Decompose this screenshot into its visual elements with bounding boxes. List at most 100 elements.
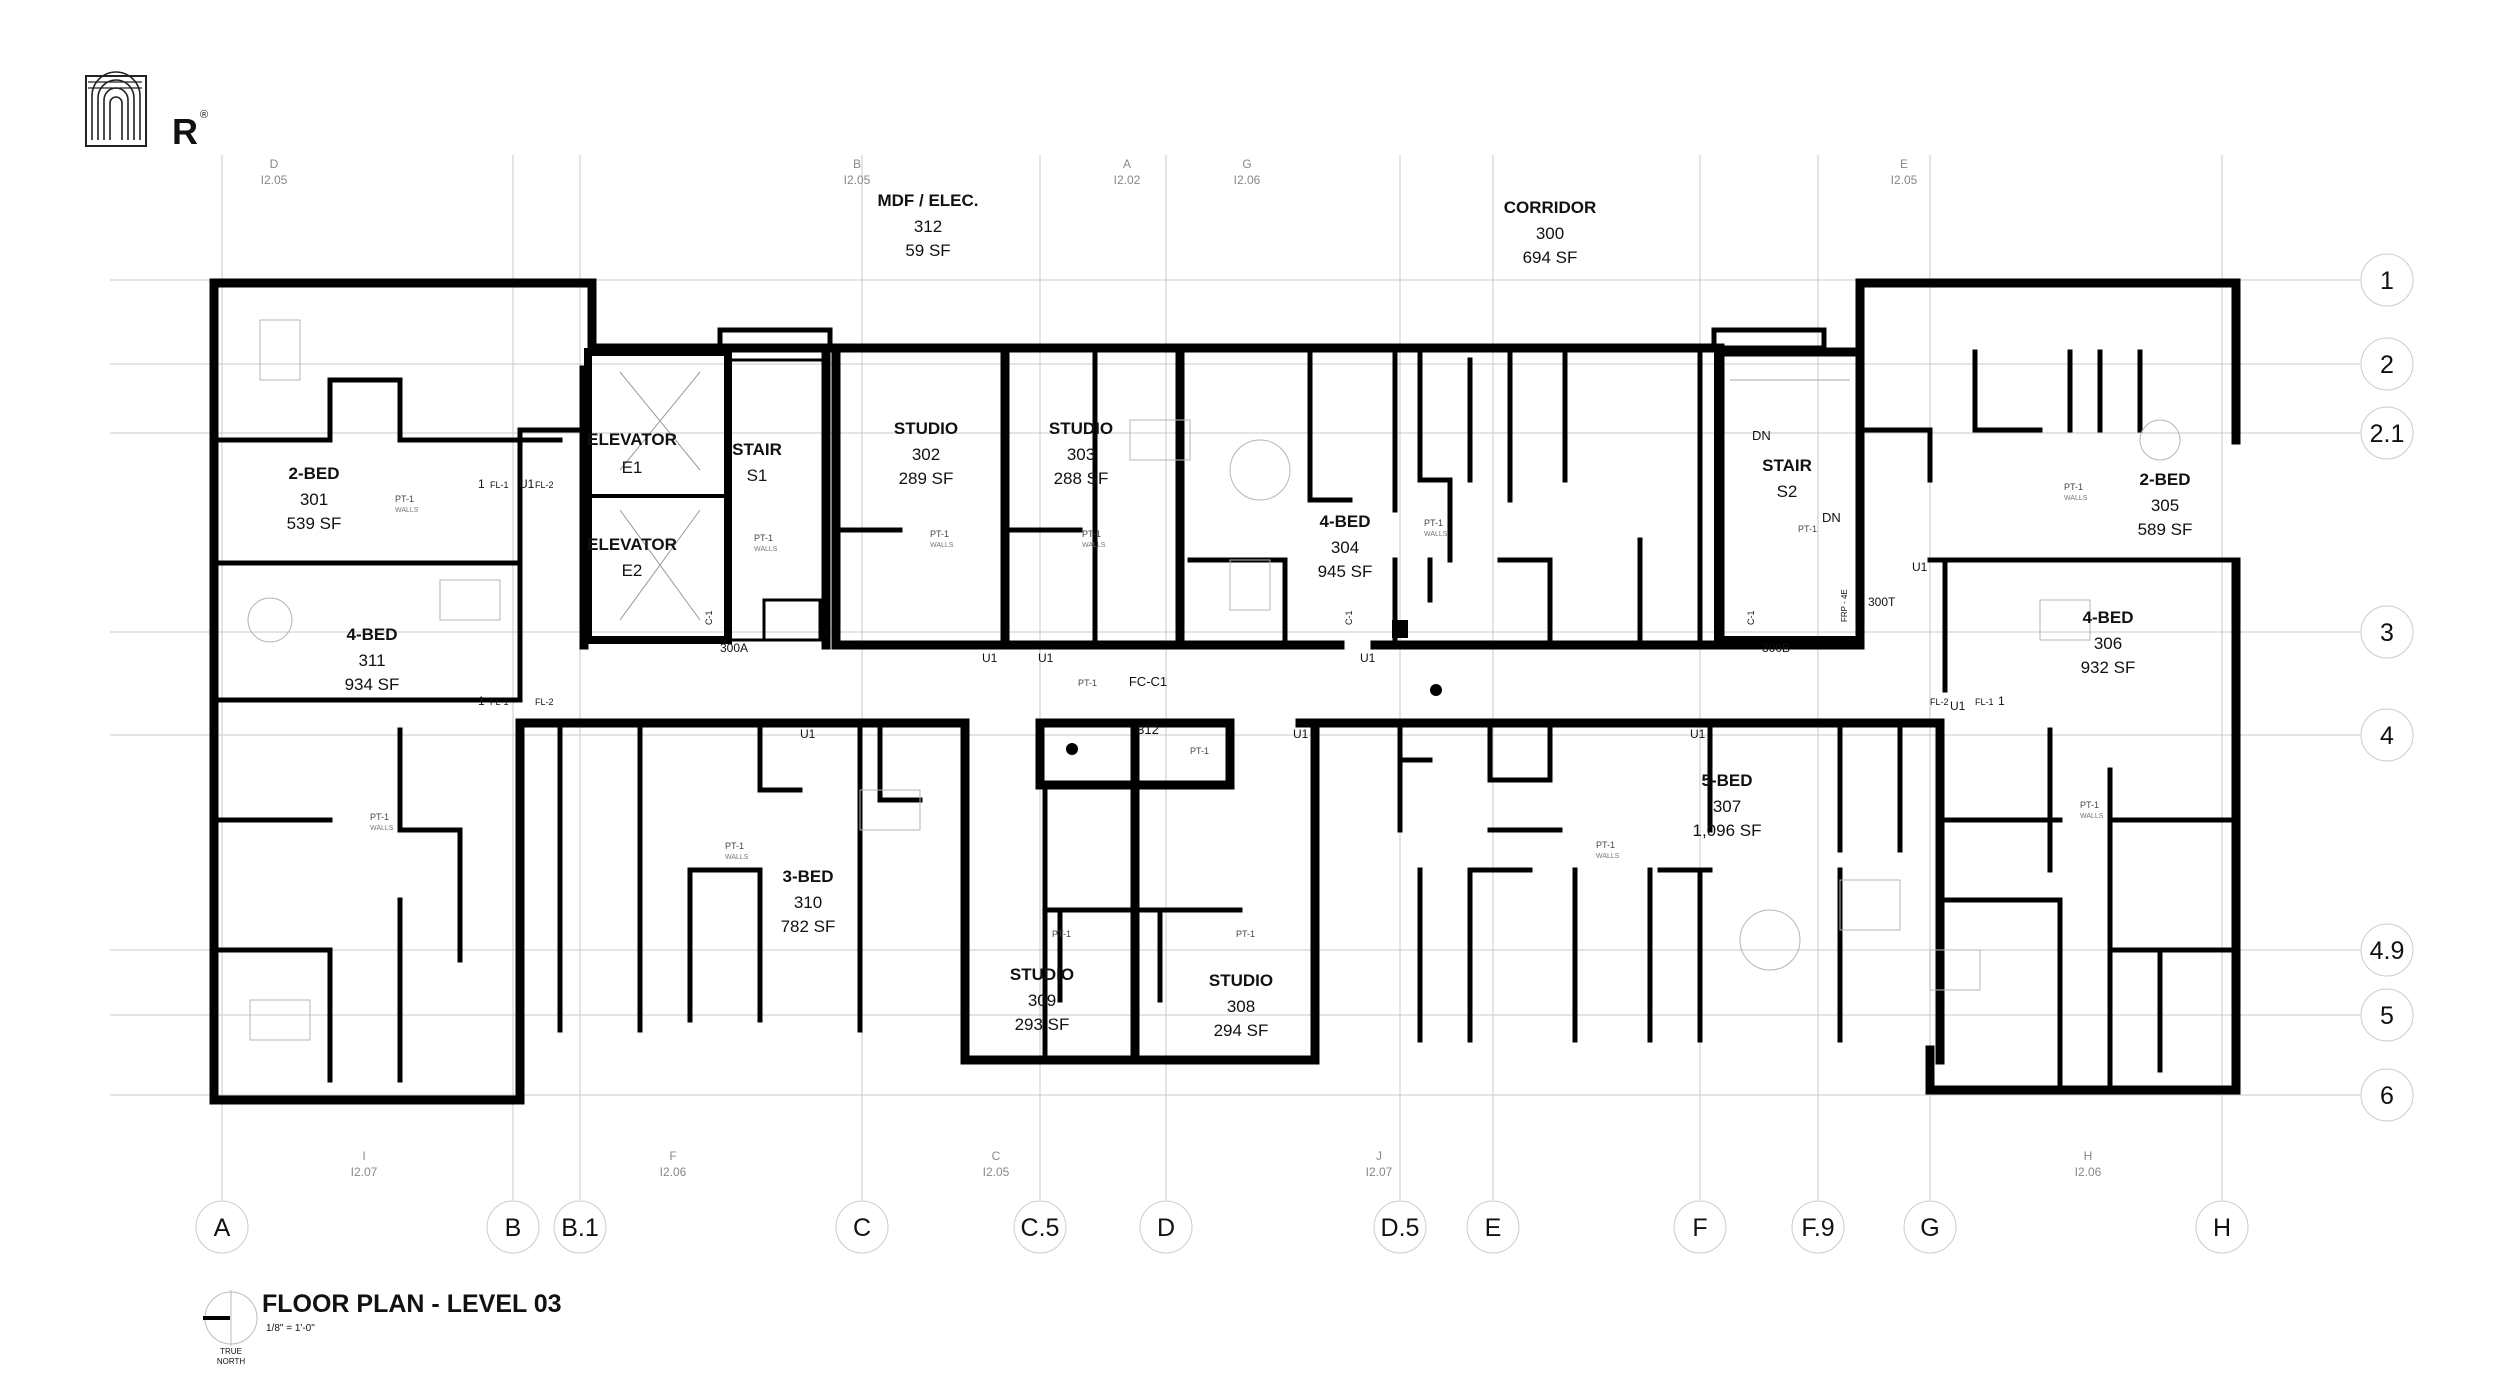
- fc-c1-tag: FC-C1: [1129, 674, 1167, 689]
- pt1-tag: PT-1: [1078, 678, 1097, 688]
- svg-text:1,096 SF: 1,096 SF: [1693, 821, 1762, 840]
- svg-text:I2.05: I2.05: [261, 173, 288, 187]
- pt1-tag: PT-1: [754, 533, 773, 543]
- walls-tag: WALLS: [2064, 495, 2088, 502]
- svg-text:4-BED: 4-BED: [1319, 512, 1370, 531]
- svg-text:539 SF: 539 SF: [287, 514, 342, 533]
- svg-text:1: 1: [2380, 267, 2394, 295]
- room-300a-tag: 300A: [720, 641, 748, 655]
- svg-text:2-BED: 2-BED: [2139, 470, 2190, 489]
- svg-text:B: B: [505, 1214, 522, 1242]
- grid-lines: [110, 155, 2360, 1200]
- grid-bubble-4-9: 4.9: [2360, 923, 2414, 977]
- pt1-tag: PT-1: [930, 529, 949, 539]
- room-label-s2: STAIR S2: [1762, 456, 1812, 501]
- room-label-302: STUDIO 302 289 SF: [894, 419, 958, 488]
- plan-scale: 1/8" = 1'-0": [266, 1323, 315, 1334]
- room-label-307: 5-BED 307 1,096 SF: [1693, 771, 1762, 840]
- svg-text:I2.05: I2.05: [844, 173, 871, 187]
- svg-text:A: A: [214, 1214, 231, 1242]
- pt1-tag: PT-1: [1798, 524, 1817, 534]
- pt1-tag: PT-1: [1596, 840, 1615, 850]
- svg-text:305: 305: [2151, 496, 2179, 515]
- elevation-tag-d: D I2.05: [261, 157, 288, 187]
- svg-text:945 SF: 945 SF: [1318, 562, 1373, 581]
- room-label-301: 2-BED 301 539 SF: [287, 464, 342, 533]
- svg-text:2: 2: [2380, 351, 2394, 379]
- fixtures: [247, 319, 2181, 1041]
- svg-text:304: 304: [1331, 538, 1359, 557]
- svg-text:2-BED: 2-BED: [288, 464, 339, 483]
- pt1-tag: PT-1: [370, 812, 389, 822]
- svg-text:303: 303: [1067, 445, 1095, 464]
- north-label-north: NORTH: [217, 1357, 246, 1366]
- walls-tag: WALLS: [370, 825, 394, 832]
- walls-tag: WALLS: [930, 542, 954, 549]
- interior-walls: [211, 345, 2239, 1093]
- walls-tag: WALLS: [395, 507, 419, 514]
- svg-text:E1: E1: [622, 458, 643, 477]
- column-grid-bubbles: A B B.1 C C.5 D D.5 E F F.9 G H: [195, 1200, 2249, 1254]
- svg-text:293 SF: 293 SF: [1015, 1015, 1070, 1034]
- svg-text:STUDIO: STUDIO: [1209, 971, 1273, 990]
- grid-bubble-d5: D.5: [1373, 1200, 1427, 1254]
- fl2-tag: FL-2: [1930, 697, 1949, 707]
- pt1-tag: PT-1: [1424, 518, 1443, 528]
- elevation-tags-bottom: I I2.07 F I2.06 C I2.05 J I2.07 H I2.06: [351, 1149, 2102, 1179]
- svg-text:I: I: [362, 1149, 365, 1163]
- north-arrow-icon: [203, 1290, 258, 1346]
- elevation-tag-b: B I2.05: [844, 157, 871, 187]
- equipment-tags: FC-C1 312 300A 300B 300T DN DN FRP - 4E …: [370, 428, 2104, 939]
- elevation-tag-g: G I2.06: [1234, 157, 1261, 187]
- grid-bubble-6: 6: [2360, 1068, 2414, 1122]
- svg-text:288 SF: 288 SF: [1054, 469, 1109, 488]
- room-label-corridor: CORRIDOR 300 694 SF: [1504, 198, 1597, 267]
- svg-text:B.1: B.1: [561, 1214, 599, 1242]
- svg-text:2.1: 2.1: [2370, 420, 2405, 448]
- svg-text:3-BED: 3-BED: [782, 867, 833, 886]
- grid-bubble-e: E: [1466, 1200, 1520, 1254]
- svg-text:312: 312: [914, 217, 942, 236]
- u1-tag: U1: [519, 477, 535, 491]
- registered-mark: ®: [200, 109, 208, 121]
- room-label-311: 4-BED 311 934 SF: [345, 625, 400, 694]
- svg-text:E: E: [1485, 1214, 1502, 1242]
- pt1-tag: PT-1: [2064, 482, 2083, 492]
- grid-bubble-1: 1: [2360, 253, 2414, 307]
- svg-text:I2.05: I2.05: [1891, 173, 1918, 187]
- grid-bubble-g: G: [1903, 1200, 1957, 1254]
- u1-tag: U1: [1912, 560, 1928, 574]
- closet-dot-marker: [1066, 743, 1078, 755]
- shaft-marker: [1392, 620, 1408, 638]
- svg-text:5: 5: [2380, 1002, 2394, 1030]
- svg-text:CORRIDOR: CORRIDOR: [1504, 198, 1597, 217]
- pt1-tag: PT-1: [1236, 929, 1255, 939]
- svg-text:F: F: [1692, 1214, 1707, 1242]
- svg-text:782 SF: 782 SF: [781, 917, 836, 936]
- u1-tag: U1: [1038, 651, 1054, 665]
- pt1-tag: PT-1: [725, 841, 744, 851]
- svg-text:300: 300: [1536, 224, 1564, 243]
- fl1-tag: FL-1: [490, 480, 509, 490]
- svg-text:589 SF: 589 SF: [2138, 520, 2193, 539]
- svg-text:932 SF: 932 SF: [2081, 658, 2136, 677]
- svg-text:294 SF: 294 SF: [1214, 1021, 1269, 1040]
- room-label-310: 3-BED 310 782 SF: [781, 867, 836, 936]
- walls-tag: WALLS: [1424, 531, 1448, 538]
- elevation-tag-h: H I2.06: [2075, 1149, 2102, 1179]
- svg-text:309: 309: [1028, 991, 1056, 1010]
- north-label-true: TRUE: [220, 1347, 242, 1356]
- stair-down-tag-2: DN: [1822, 510, 1841, 525]
- u1-tag: U1: [982, 651, 998, 665]
- walls-tag: WALLS: [1082, 542, 1106, 549]
- svg-text:S1: S1: [747, 466, 768, 485]
- svg-text:302: 302: [912, 445, 940, 464]
- grid-bubble-f9: F.9: [1791, 1200, 1845, 1254]
- svg-text:I2.05: I2.05: [983, 1165, 1010, 1179]
- svg-text:H: H: [2084, 1149, 2093, 1163]
- frp-tag: FRP - 4E: [1840, 589, 1849, 622]
- svg-text:S2: S2: [1777, 482, 1798, 501]
- svg-text:H: H: [2213, 1214, 2231, 1242]
- room-label-308: STUDIO 308 294 SF: [1209, 971, 1273, 1040]
- svg-text:311: 311: [358, 651, 385, 670]
